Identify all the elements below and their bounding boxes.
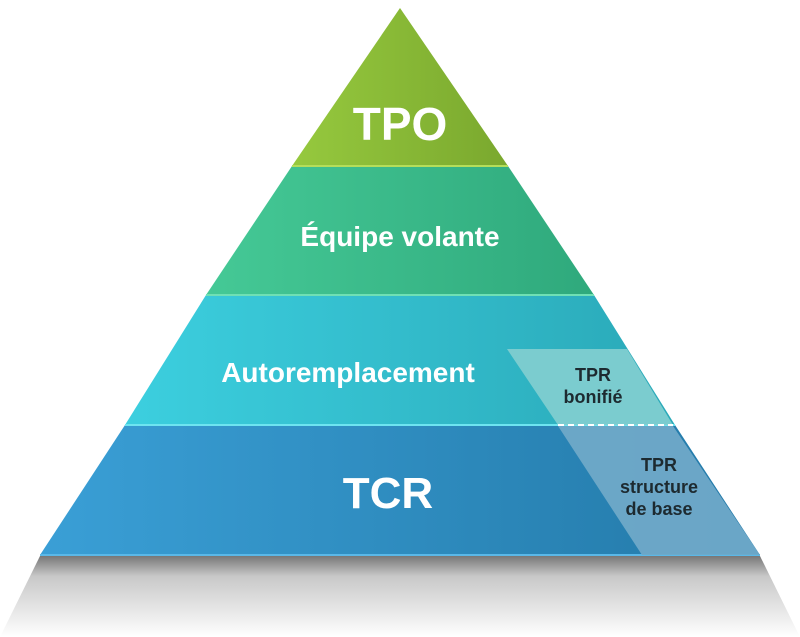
label-tpr-bonifie-line2: bonifié [564, 387, 623, 407]
box-tpr-bonifie [507, 349, 673, 425]
label-tcr: TCR [343, 469, 433, 518]
label-tpr-base-line1: TPR [641, 455, 677, 475]
level-equipe-volante [206, 166, 594, 295]
label-tpo: TPO [353, 98, 448, 150]
box-tpr-structure-de-base [558, 426, 760, 555]
pyramid-shadow [0, 556, 800, 637]
label-tpr-base-line2: structure [620, 477, 698, 497]
label-equipe-volante: Équipe volante [300, 221, 499, 252]
level-tpo [292, 8, 508, 166]
label-tpr-base-line3: de base [625, 499, 692, 519]
label-tpr-bonifie-line1: TPR [575, 365, 611, 385]
label-autoremplacement: Autoremplacement [221, 357, 475, 388]
